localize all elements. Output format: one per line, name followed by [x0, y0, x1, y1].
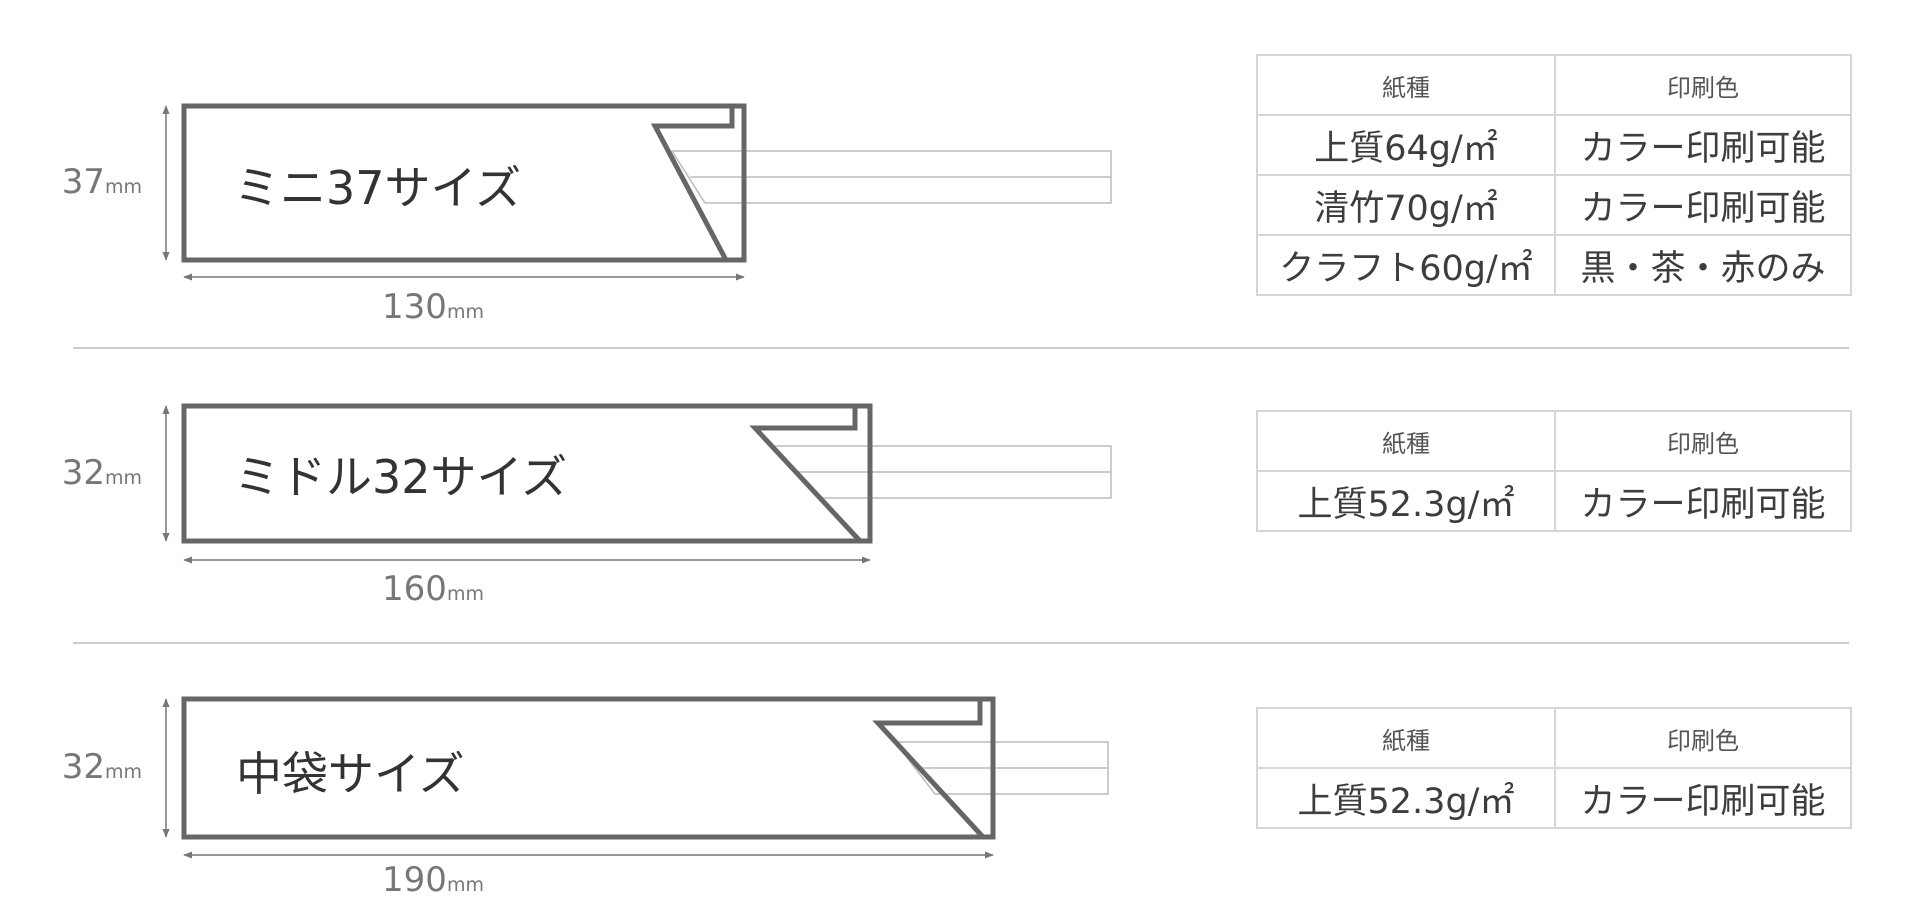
sleeve-outline	[181, 696, 996, 840]
table-row: 上質64g/㎡ カラー印刷可能	[1256, 114, 1852, 176]
sleeve-diagram-middle32: ミドル32サイズ 32mm 160mm	[62, 403, 1112, 609]
cell-paper-type: 上質52.3g/㎡	[1256, 767, 1556, 829]
header-print-color: 印刷色	[1554, 707, 1852, 769]
table-row: 上質52.3g/㎡ カラー印刷可能	[1256, 767, 1852, 829]
sleeve-diagram-mini37: ミニ37サイズ 37mm 130mm	[62, 103, 1112, 327]
size-name: ミニ37サイズ	[234, 161, 521, 215]
height-dimension-label: 32mm	[62, 747, 142, 787]
cell-print-color: カラー印刷可能	[1554, 767, 1852, 829]
cell-paper-type: 清竹70g/㎡	[1256, 174, 1556, 236]
header-paper-type: 紙種	[1256, 54, 1556, 116]
cell-paper-type: 上質64g/㎡	[1256, 114, 1556, 176]
cell-print-color: カラー印刷可能	[1554, 114, 1852, 176]
cell-paper-type: クラフト60g/㎡	[1256, 234, 1556, 296]
height-dimension-label: 32mm	[62, 453, 142, 493]
table-row: クラフト60g/㎡ 黒・茶・赤のみ	[1256, 234, 1852, 296]
sleeve-outline	[181, 103, 747, 263]
header-paper-type: 紙種	[1256, 410, 1556, 472]
spec-table-middle32: 紙種 印刷色 上質52.3g/㎡ カラー印刷可能	[1256, 410, 1852, 532]
table-row: 上質52.3g/㎡ カラー印刷可能	[1256, 470, 1852, 532]
width-dimension-label: 160mm	[382, 569, 484, 609]
width-dimension-label: 190mm	[382, 860, 484, 900]
table-header-row: 紙種 印刷色	[1256, 410, 1852, 472]
height-dimension-label: 37mm	[62, 162, 142, 202]
table-row: 清竹70g/㎡ カラー印刷可能	[1256, 174, 1852, 236]
table-header-row: 紙種 印刷色	[1256, 54, 1852, 116]
spec-table-nakabukuro: 紙種 印刷色 上質52.3g/㎡ カラー印刷可能	[1256, 707, 1852, 829]
header-paper-type: 紙種	[1256, 707, 1556, 769]
cell-print-color: カラー印刷可能	[1554, 174, 1852, 236]
sleeve-outline	[181, 403, 873, 544]
width-dimension-label: 130mm	[382, 287, 484, 327]
spec-table-mini37: 紙種 印刷色 上質64g/㎡ カラー印刷可能 清竹70g/㎡ カラー印刷可能 ク…	[1256, 54, 1852, 296]
cell-print-color: 黒・茶・赤のみ	[1554, 234, 1852, 296]
cell-print-color: カラー印刷可能	[1554, 470, 1852, 532]
header-print-color: 印刷色	[1554, 410, 1852, 472]
size-name: ミドル32サイズ	[234, 450, 567, 504]
table-header-row: 紙種 印刷色	[1256, 707, 1852, 769]
cell-paper-type: 上質52.3g/㎡	[1256, 470, 1556, 532]
sleeve-diagram-nakabukuro: 中袋サイズ 32mm 190mm	[62, 696, 1109, 900]
size-name: 中袋サイズ	[236, 747, 465, 801]
header-print-color: 印刷色	[1554, 54, 1852, 116]
